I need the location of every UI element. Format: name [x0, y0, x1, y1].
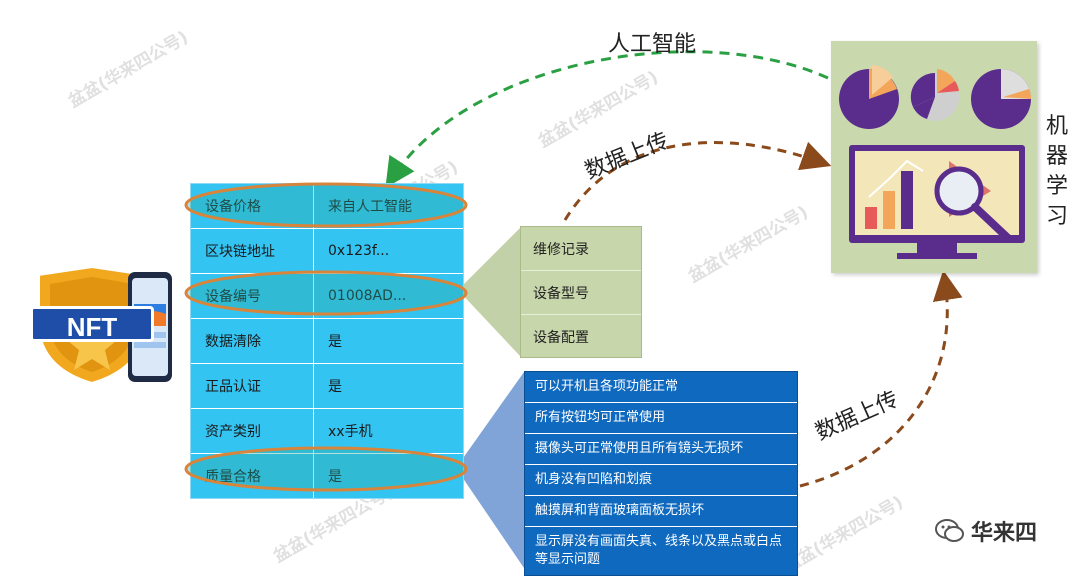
- table-value: 是: [328, 334, 342, 350]
- table-row: 资产类别 xx手机: [191, 409, 463, 454]
- table-value: 01008AD...: [328, 288, 407, 304]
- table-key: 区块链地址: [191, 229, 314, 273]
- nft-text: NFT: [30, 306, 154, 342]
- table-key: 质量合格: [191, 454, 314, 498]
- highlight-ring: [184, 182, 468, 228]
- table-key: 设备编号: [191, 274, 314, 318]
- table-row: 正品认证 是: [191, 364, 463, 409]
- pie-chart-icon: [839, 65, 899, 129]
- table-key: 资产类别: [191, 409, 314, 453]
- list-item: 设备配置: [533, 329, 589, 346]
- list-item: 显示屏没有画面失真、线条以及黑点或白点等显示问题: [535, 534, 783, 567]
- table-value: 是: [328, 379, 342, 395]
- brand-name: 华来四: [971, 521, 1038, 546]
- highlight-ring: [184, 446, 468, 492]
- highlight-layer: [184, 182, 468, 492]
- nft-badge: NFT: [30, 262, 180, 387]
- quality-checklist: 可以开机且各项功能正常 所有按钮均可正常使用 摄像头可正常使用且所有镜头无损坏 …: [524, 371, 798, 576]
- table-key: 数据清除: [191, 319, 314, 363]
- list-item: 设备型号: [521, 271, 641, 315]
- ai-arrow: [385, 50, 829, 189]
- connector-quality: [456, 372, 524, 568]
- table-row: 质量合格 是: [191, 454, 463, 498]
- monitor-icon: [849, 145, 1025, 259]
- pie-chart-icon: [910, 69, 959, 121]
- table-key: 设备价格: [191, 184, 314, 228]
- table-row: 数据清除 是: [191, 319, 463, 364]
- pie-chart-icon: [971, 69, 1031, 129]
- list-item: 维修记录: [521, 227, 641, 271]
- connector-device-info: [458, 228, 520, 356]
- table-value: 来自人工智能: [328, 199, 412, 215]
- list-item: 可以开机且各项功能正常: [525, 372, 797, 403]
- machine-learning-label: 机器学习: [1045, 114, 1068, 229]
- wechat-icon: [935, 519, 964, 542]
- list-item: 触摸屏和背面玻璃面板无损坏: [525, 496, 797, 527]
- analytics-illustration: [839, 65, 1031, 259]
- machine-learning-panel: [831, 41, 1037, 273]
- table-key: 正品认证: [191, 364, 314, 408]
- table-row: 设备编号 01008AD...: [191, 274, 463, 319]
- list-item: 所有按钮均可正常使用: [525, 403, 797, 434]
- nft-attributes-table: 设备价格 来自人工智能 区块链地址 0x123f... 设备编号 01008AD…: [190, 183, 464, 499]
- list-item: 摄像头可正常使用且所有镜头无损坏: [525, 434, 797, 465]
- table-row: 设备价格 来自人工智能: [191, 184, 463, 229]
- upload-arrow-bottom: [799, 270, 963, 488]
- brand: 华来四: [935, 515, 1037, 547]
- table-value: xx手机: [328, 424, 373, 440]
- upload-arrow-top: [563, 141, 832, 221]
- ai-label: 人工智能: [608, 32, 697, 57]
- device-info-list: 维修记录 设备型号 设备配置: [520, 226, 642, 358]
- highlight-ring: [184, 270, 468, 316]
- list-item: 机身没有凹陷和划痕: [525, 465, 797, 496]
- table-value: 是: [328, 469, 342, 485]
- table-value: 0x123f...: [328, 243, 390, 259]
